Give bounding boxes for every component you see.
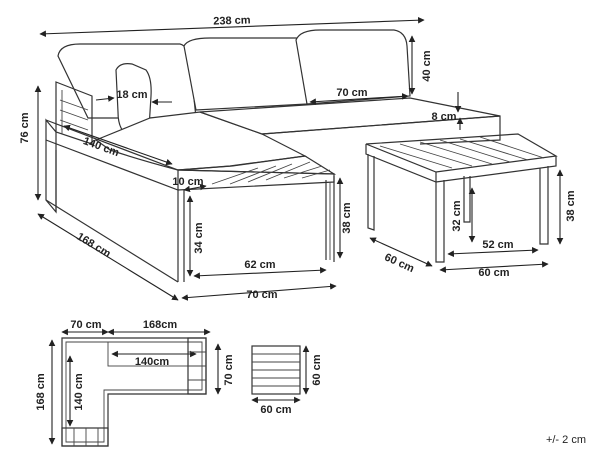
label-overall-height: 76 cm xyxy=(19,112,31,143)
label-frame-height-right: 38 cm xyxy=(341,202,353,233)
plan-label-table-h: 60 cm xyxy=(311,354,323,385)
side-table-drawing xyxy=(365,133,558,263)
label-back-height: 40 cm xyxy=(421,50,433,81)
label-cushion-thickness: 8 cm xyxy=(431,111,456,123)
plan-label-inner-140v: 140 cm xyxy=(73,373,85,411)
plan-label-width-70: 70 cm xyxy=(70,319,101,331)
plan-view: 70 cm 168cm 140cm 168 cm 140 cm 70 cm 60… xyxy=(35,319,323,447)
dimension-lines xyxy=(34,16,564,301)
plan-label-table-w: 60 cm xyxy=(260,404,291,416)
label-armrest-width: 10 cm xyxy=(172,176,203,188)
plan-label-inner-140h: 140cm xyxy=(135,356,169,368)
label-table-height: 38 cm xyxy=(565,190,577,221)
label-chaise-width: 70 cm xyxy=(246,289,277,301)
plan-label-height-168: 168 cm xyxy=(35,373,47,411)
label-table-width: 60 cm xyxy=(478,267,509,279)
plan-label-depth-70: 70 cm xyxy=(223,354,235,385)
label-table-inner-width: 52 cm xyxy=(482,239,513,251)
label-total-width: 238 cm xyxy=(213,14,251,27)
label-pillow-depth: 18 cm xyxy=(116,89,147,101)
label-chaise-depth: 168 cm xyxy=(74,231,112,261)
label-side-width: 70 cm xyxy=(336,87,367,99)
label-table-inner-height: 32 cm xyxy=(451,200,463,231)
plan-label-width-168: 168cm xyxy=(143,319,177,331)
tolerance-note: +/- 2 cm xyxy=(546,434,586,446)
label-inner-width: 62 cm xyxy=(244,259,275,271)
label-table-depth: 60 cm xyxy=(383,251,417,275)
label-seat-height: 34 cm xyxy=(193,222,205,253)
